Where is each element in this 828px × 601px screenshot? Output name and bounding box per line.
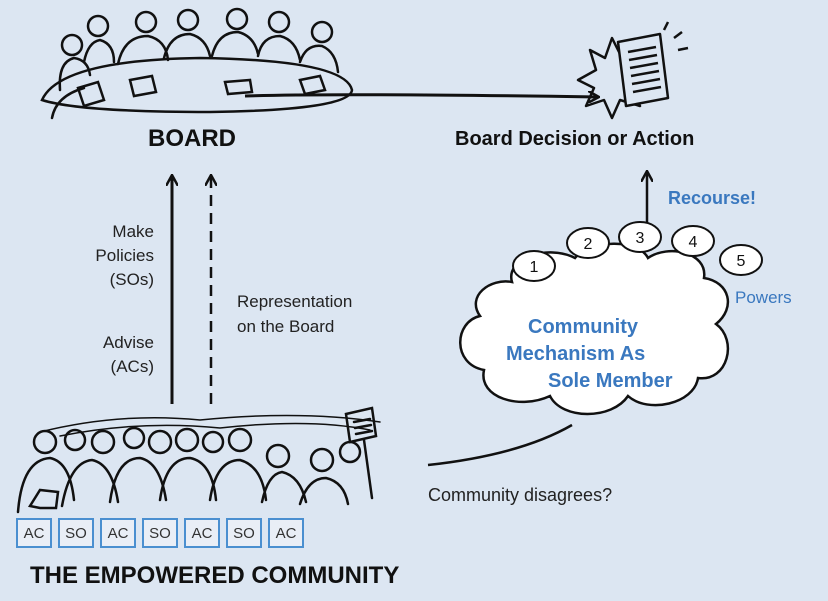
power-bubble-1 [512, 250, 556, 282]
disagree-connector [427, 423, 573, 467]
tag-so: SO [142, 518, 178, 548]
tag-so: SO [58, 518, 94, 548]
power-number-1: 1 [530, 259, 539, 276]
tag-ac: AC [268, 518, 304, 548]
community-crowd-illustration [16, 406, 381, 514]
power-bubble-5 [719, 244, 763, 276]
make-policies-label: Make Policies (SOs) [95, 222, 154, 289]
power-number-2: 2 [584, 236, 593, 253]
recourse-label: Recourse! [668, 188, 757, 208]
tag-ac: AC [184, 518, 220, 548]
power-bubble-4 [671, 225, 715, 257]
power-number-5: 5 [737, 253, 746, 270]
board-title: BOARD [148, 125, 236, 152]
power-bubble-3 [618, 221, 662, 253]
tag-ac: AC [100, 518, 136, 548]
disagree-label: Community disagrees? [428, 485, 613, 505]
power-bubble-2 [566, 227, 610, 259]
representation-label: Representation on the Board [237, 292, 353, 336]
advise-label: Advise (ACs) [102, 333, 154, 376]
power-number-4: 4 [689, 234, 698, 251]
board-to-decision-arrow [244, 95, 598, 97]
ac-so-tags: AC SO AC SO AC SO AC [16, 518, 304, 548]
tag-so: SO [226, 518, 262, 548]
power-number-3: 3 [636, 230, 645, 247]
power-bubbles [512, 221, 763, 282]
board-table-illustration [40, 7, 354, 120]
decision-document-illustration [576, 21, 689, 120]
mechanism-label: Community Mechanism As Sole Member [506, 316, 673, 392]
tag-ac: AC [16, 518, 52, 548]
decision-title: Board Decision or Action [455, 128, 695, 150]
empowered-community-title: THE EMPOWERED COMMUNITY [30, 562, 400, 589]
powers-label: Powers [735, 288, 792, 307]
